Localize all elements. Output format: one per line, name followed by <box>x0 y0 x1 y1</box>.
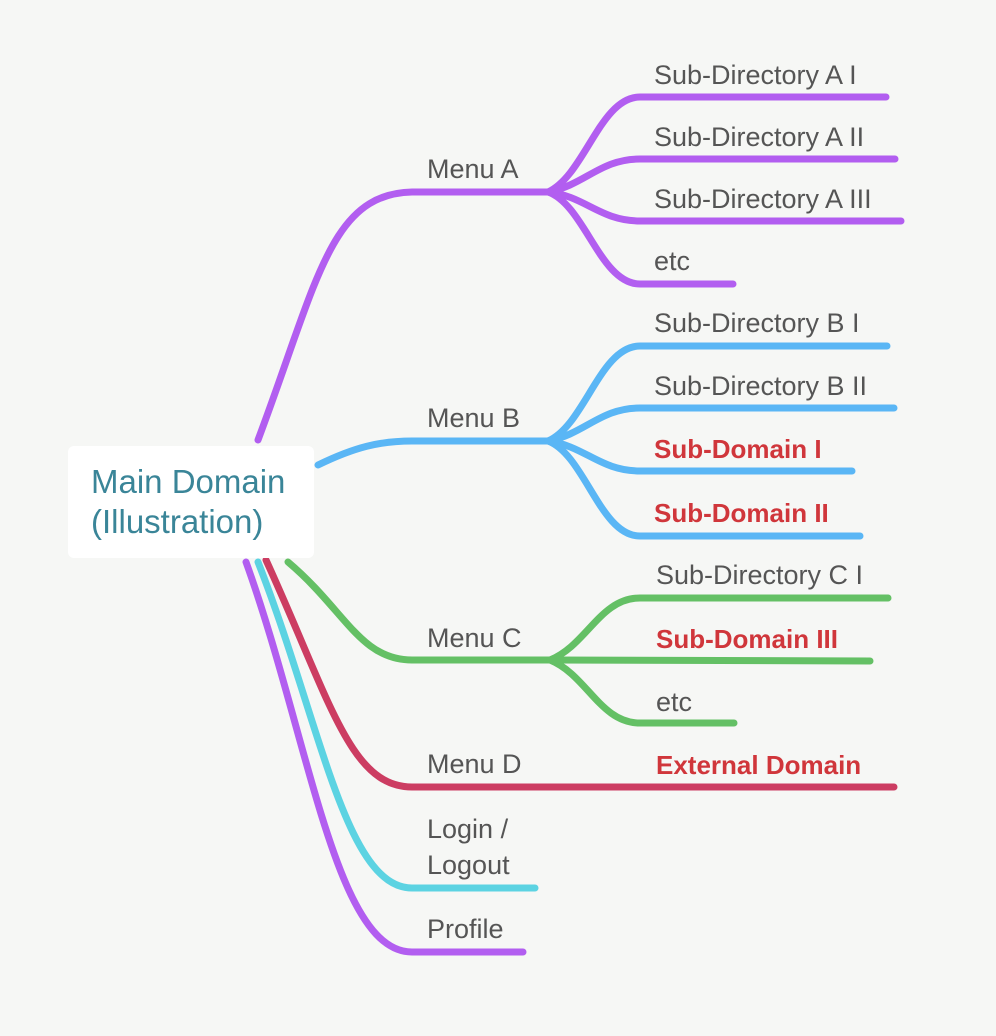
connector-profile <box>242 558 527 956</box>
login-logout-label-line-1: Login / <box>427 814 509 844</box>
external-domain-label: External Domain <box>656 750 862 780</box>
connector-menu-b <box>314 437 552 469</box>
sub-directory-a-ii-label: Sub-Directory A II <box>654 122 865 152</box>
sub-domain-iii-label: Sub-Domain III <box>656 624 838 654</box>
connector-etc-c <box>546 656 738 727</box>
menu-c-label: Menu C <box>427 623 522 653</box>
connector-etc-a <box>544 188 737 288</box>
connector-menu-c <box>284 558 554 664</box>
connector-sub-directory-a-i <box>544 93 890 196</box>
connector-sub-directory-a-ii <box>544 155 899 196</box>
sub-domain-ii-label: Sub-Domain II <box>654 498 829 528</box>
sub-directory-a-i-label: Sub-Directory A I <box>654 60 857 90</box>
menu-b-label: Menu B <box>427 403 521 433</box>
root-title-line-1: Main Domain <box>91 463 286 500</box>
connector-sub-directory-a-iii <box>544 188 905 225</box>
etc-c-label: etc <box>656 687 693 717</box>
sub-domain-i-label: Sub-Domain I <box>654 434 822 464</box>
connector-sub-directory-b-ii <box>544 404 898 445</box>
sub-directory-b-i-label: Sub-Directory B I <box>654 308 860 338</box>
profile-label: Profile <box>427 914 504 944</box>
connector-sub-directory-b-i <box>544 342 891 445</box>
login-logout-label: Login / Logout <box>427 811 510 883</box>
connector-sub-domain-iii <box>546 656 874 665</box>
login-logout-label-line-2: Logout <box>427 850 510 880</box>
sub-directory-a-iii-label: Sub-Directory A III <box>654 184 872 214</box>
menu-d-label: Menu D <box>427 749 522 779</box>
sub-directory-b-ii-label: Sub-Directory B II <box>654 371 868 401</box>
connector-sub-directory-c-i <box>546 594 892 664</box>
root-title-line-2: (Illustration) <box>91 503 264 540</box>
connector-menu-d <box>262 556 898 791</box>
etc-a-label: etc <box>654 246 691 276</box>
sub-directory-c-i-label: Sub-Directory C I <box>656 560 864 590</box>
root-node: Main Domain (Illustration) <box>68 446 314 558</box>
connector-sub-domain-ii <box>544 437 864 540</box>
connector-sub-domain-i <box>544 437 856 475</box>
menu-a-label: Menu A <box>427 154 519 184</box>
connector-login-logout <box>254 558 539 892</box>
connector-menu-a <box>254 188 552 444</box>
